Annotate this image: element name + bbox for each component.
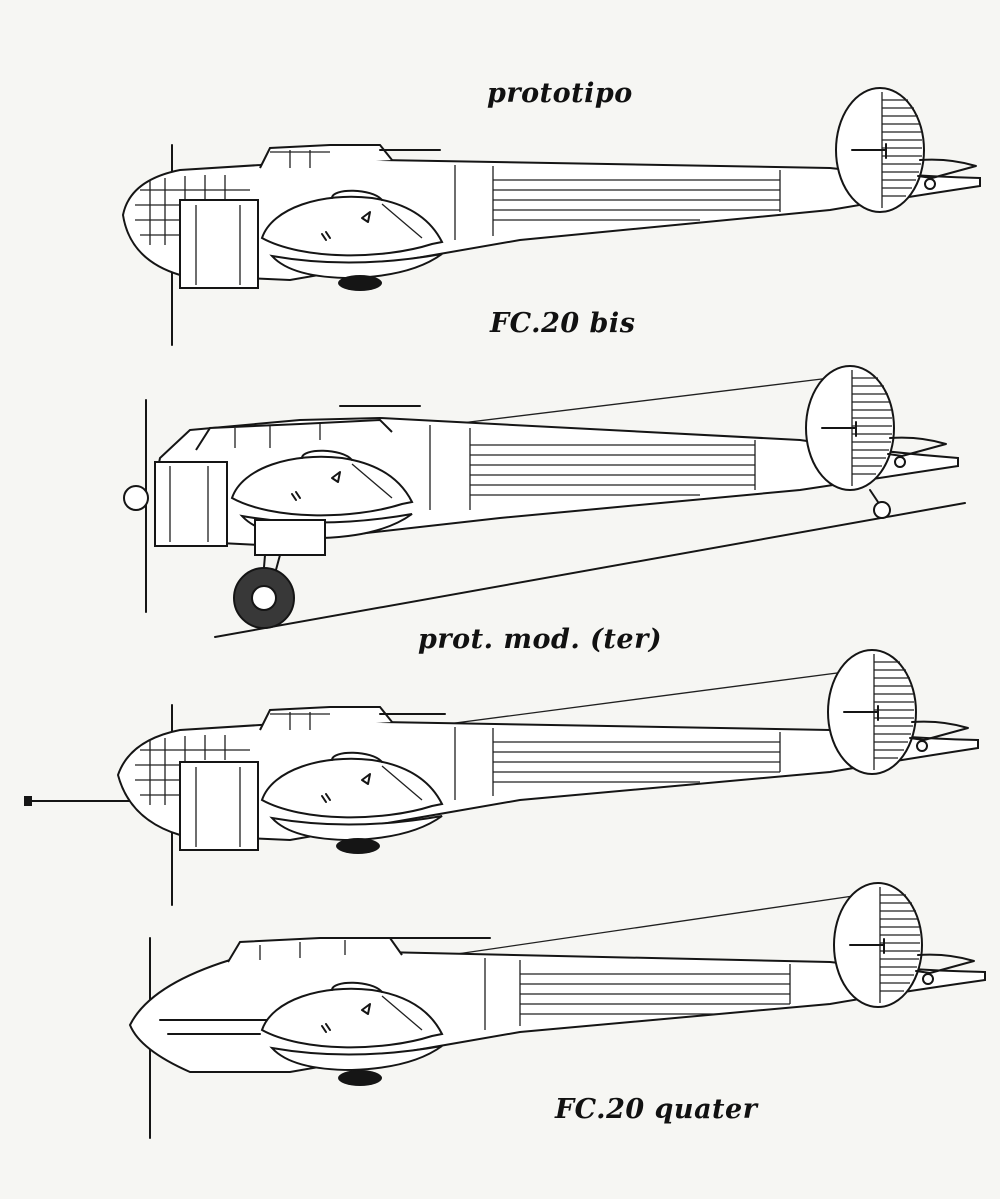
caption-fc20-quater: FC.20 quater [555,1094,758,1125]
profile-prot-mod-ter [24,649,979,906]
profile-prototipo [121,87,981,346]
caption-prototipo: prototipo [487,78,633,109]
caption-fc20-bis: FC.20 bis [490,308,636,339]
profile-fc20-bis [123,365,966,638]
caption-prot-mod-ter: prot. mod. (ter) [418,624,663,655]
profile-fc20-quater [128,882,986,1139]
